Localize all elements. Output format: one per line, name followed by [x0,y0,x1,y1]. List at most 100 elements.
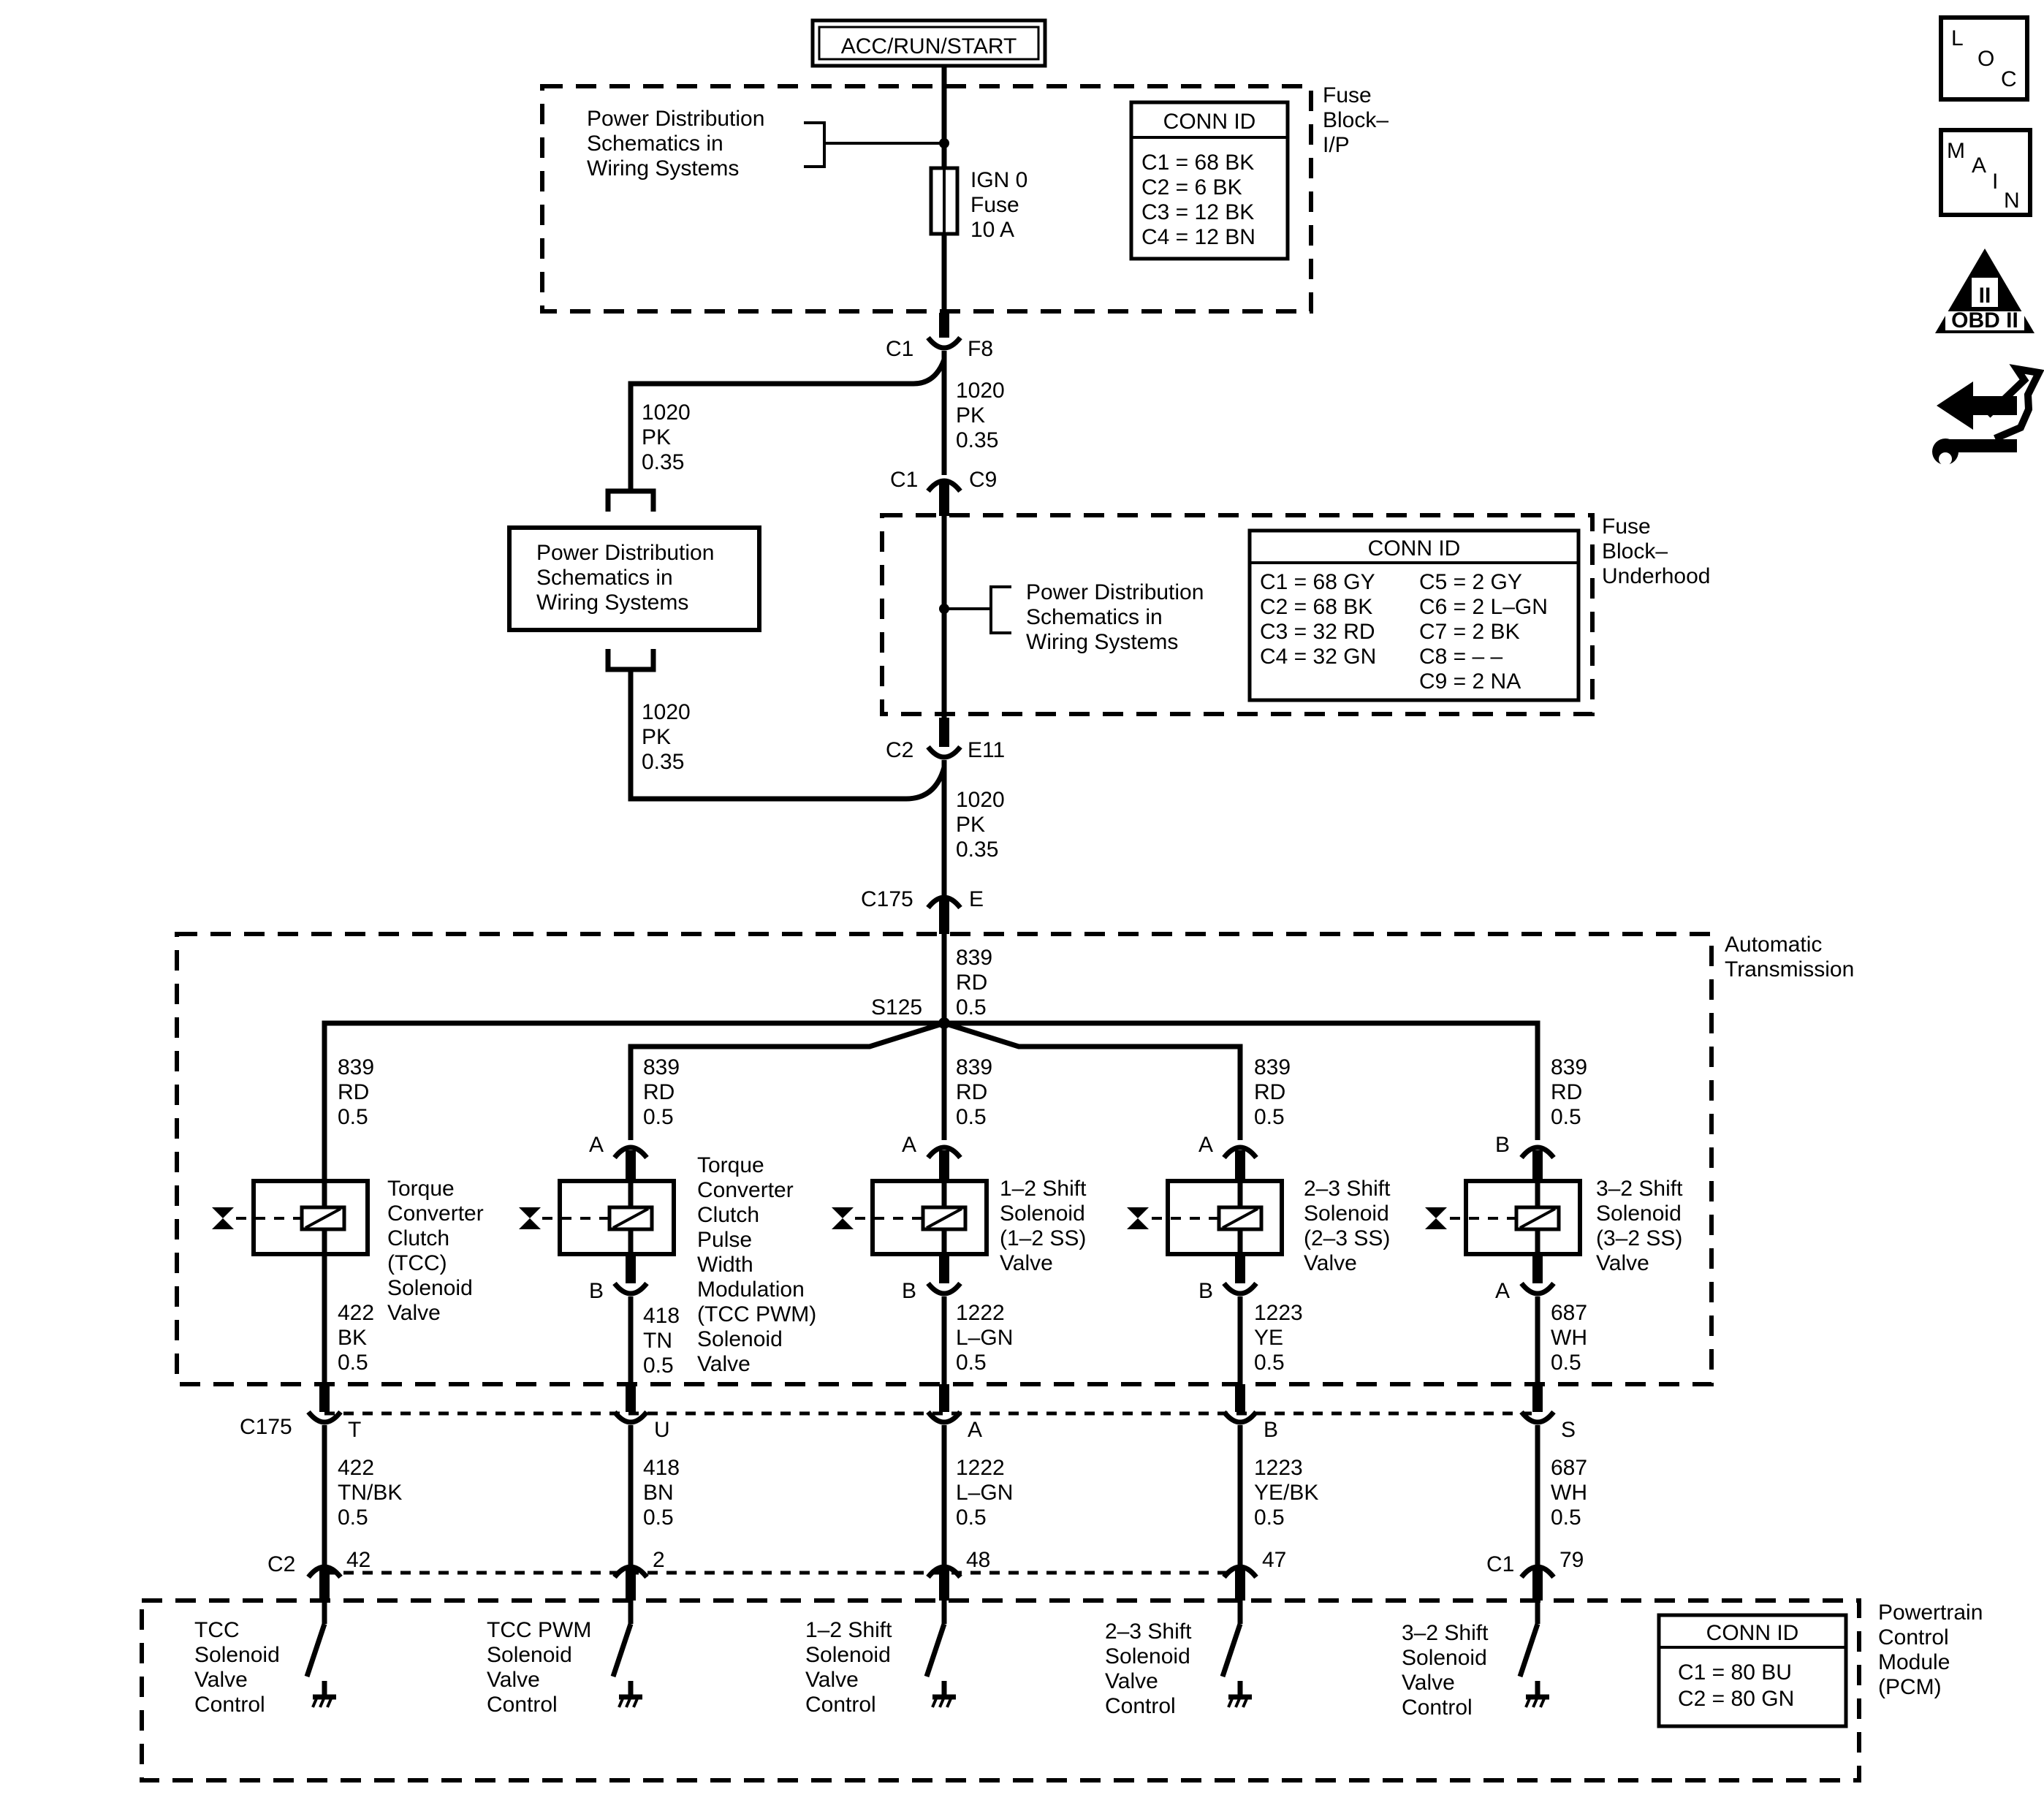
svg-text:S125: S125 [871,995,922,1020]
svg-text:1223: 1223 [1254,1301,1303,1325]
svg-text:A: A [1495,1279,1510,1303]
svg-text:RD: RD [643,1080,675,1104]
solenoid-out-wire-3: 1222 L–GN 0.5 [956,1301,1013,1375]
svg-text:Converter: Converter [387,1201,484,1226]
svg-text:(TCC): (TCC) [387,1251,447,1275]
svg-text:Solenoid: Solenoid [1304,1201,1389,1226]
svg-text:C2 = 6 BK: C2 = 6 BK [1141,175,1242,200]
svg-text:C1: C1 [886,337,913,361]
svg-text:418: 418 [643,1304,680,1328]
svg-text:1223: 1223 [1254,1456,1303,1480]
splice-s125: S125 [322,995,1540,1174]
svg-text:Converter: Converter [697,1178,794,1202]
automatic-transmission: Automatic Transmission [175,932,1854,1386]
svg-text:Wiring Systems: Wiring Systems [587,156,739,181]
svg-text:0.5: 0.5 [338,1506,368,1530]
svg-text:B: B [1264,1418,1278,1442]
svg-text:C3 = 12 BK: C3 = 12 BK [1141,200,1254,224]
svg-text:Solenoid: Solenoid [1105,1644,1190,1668]
svg-text:TCC PWM: TCC PWM [487,1618,591,1642]
tools-icon[interactable] [1932,364,2044,466]
svg-text:YE: YE [1254,1326,1283,1350]
loc-button[interactable]: L O C [1939,15,2029,102]
obd-ii-button[interactable]: II OBD II [1935,248,2034,333]
svg-text:0.5: 0.5 [338,1105,368,1129]
svg-text:47: 47 [1262,1548,1286,1572]
svg-text:F8: F8 [968,337,993,361]
wire-1020-left-upper-label: 1020 PK 0.35 [642,400,691,474]
ip-conn-id-table: CONN ID C1 = 68 BK C2 = 6 BK C3 = 12 BK … [1129,100,1290,261]
svg-text:Solenoid: Solenoid [194,1643,280,1667]
solenoid-2-3-shift: A B 2–3 Shift Solenoid (2–3 SS) Valve [1127,1133,1391,1389]
wire-1020-left-lower: 1020 PK 0.35 [628,669,947,802]
svg-text:A: A [902,1133,916,1157]
svg-text:(1–2 SS): (1–2 SS) [1000,1226,1086,1250]
svg-text:2–3 Shift: 2–3 Shift [1105,1620,1192,1644]
svg-text:(PCM): (PCM) [1878,1675,1942,1699]
branch-wire-2: 839 RD 0.5 [643,1055,680,1129]
svg-text:Solenoid: Solenoid [1596,1201,1682,1226]
solenoid-3-2-shift: B A 3–2 Shift Solenoid (3–2 SS) Valve [1425,1133,1683,1389]
solenoid-tcc-pwm-label: Torque Converter Clutch Pulse Width Modu… [697,1153,816,1376]
svg-text:Valve: Valve [387,1301,441,1325]
svg-text:Valve: Valve [697,1352,751,1376]
svg-text:687: 687 [1551,1456,1587,1480]
svg-text:PK: PK [956,403,985,428]
branch-wire-3: 839 RD 0.5 [956,1055,992,1129]
svg-text:OBD II: OBD II [1951,308,2018,333]
fuse-block-ip: Fuse Block– I/P Power Distribution Schem… [540,83,1388,314]
mid-schematic-box: Power Distribution Schematics in Wiring … [507,488,761,672]
svg-text:C4 = 32 GN: C4 = 32 GN [1260,645,1376,669]
branch-wire-1: 839 RD 0.5 [338,1055,374,1129]
pcm-in-wire-3: 1222 L–GN 0.5 [956,1456,1013,1530]
svg-text:0.5: 0.5 [1254,1506,1285,1530]
svg-text:Clutch: Clutch [697,1203,759,1227]
svg-text:S: S [1561,1418,1576,1442]
svg-text:2: 2 [653,1548,665,1572]
svg-text:C5 = 2 GY: C5 = 2 GY [1419,570,1522,594]
main-button[interactable]: M A I N [1939,128,2032,217]
svg-text:Schematics in: Schematics in [536,566,673,590]
svg-text:Fuse: Fuse [970,193,1019,217]
ign0-fuse: IGN 0 Fuse 10 A [929,166,1027,242]
svg-text:M: M [1947,139,1965,163]
svg-text:(3–2 SS): (3–2 SS) [1596,1226,1682,1250]
svg-text:Valve: Valve [1304,1251,1357,1275]
svg-text:L–GN: L–GN [956,1481,1013,1505]
svg-text:Solenoid: Solenoid [1000,1201,1085,1226]
svg-text:(TCC PWM): (TCC PWM) [697,1302,816,1326]
svg-text:Clutch: Clutch [387,1226,449,1250]
svg-text:RD: RD [338,1080,369,1104]
svg-text:1020: 1020 [642,700,691,724]
svg-text:839: 839 [338,1055,374,1079]
svg-text:U: U [654,1418,670,1442]
pcm-module: Powertrain Control Module (PCM) CONN ID … [140,1598,1983,1782]
svg-text:N: N [2004,189,2020,213]
svg-text:Torque: Torque [697,1153,764,1177]
connector-c2-e11: C2 E11 [886,718,1005,762]
svg-text:B: B [902,1279,916,1303]
svg-text:0.35: 0.35 [642,450,684,474]
transmission-label: Automatic Transmission [1725,933,1854,982]
svg-text:PK: PK [956,813,985,837]
svg-text:Torque: Torque [387,1177,455,1201]
solenoid-1-2-shift: A B 1–2 Shift Solenoid (1–2 SS) Valve [832,1133,1087,1389]
svg-text:C175: C175 [861,887,913,911]
svg-text:Width: Width [697,1253,753,1277]
svg-text:0.35: 0.35 [956,428,998,452]
svg-text:Schematics in: Schematics in [587,132,723,156]
svg-text:CONN ID: CONN ID [1706,1621,1799,1645]
pcm-control-2-3: 2–3 Shift Solenoid Valve Control [1105,1601,1252,1718]
svg-text:Control: Control [1402,1696,1473,1720]
svg-text:1–2 Shift: 1–2 Shift [1000,1177,1087,1201]
pcm-control-tcc: TCC Solenoid Valve Control [194,1601,336,1717]
svg-text:0.35: 0.35 [956,838,998,862]
svg-text:0.5: 0.5 [1551,1351,1581,1375]
svg-text:Valve: Valve [805,1668,859,1692]
svg-text:0.5: 0.5 [338,1351,368,1375]
connector-pcm-row: C2 C1 42 2 48 47 79 [267,1548,1584,1601]
svg-text:B: B [1495,1133,1510,1157]
svg-text:0.5: 0.5 [1254,1105,1285,1129]
wire-1020-main-lower: 1020 PK 0.35 [941,760,1005,908]
svg-text:C2: C2 [886,738,913,762]
